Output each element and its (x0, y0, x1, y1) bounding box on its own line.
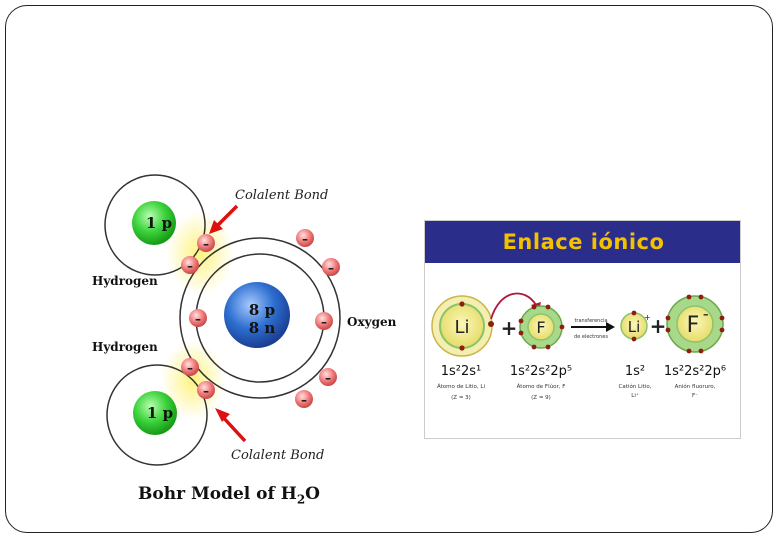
bohr-caption: Bohr Model of H2O (138, 484, 320, 506)
label-hydrogen-top: Hydrogen (92, 274, 158, 288)
ionic-header (425, 221, 740, 263)
svg-text:–: – (187, 259, 193, 273)
electron: – (197, 234, 215, 252)
oxygen-nucleus-line2: 8 n (249, 319, 276, 337)
li-cation-config: 1s² (625, 364, 645, 379)
li-cation-charge: + (644, 313, 651, 322)
plus-sign-1: + (501, 316, 518, 340)
f-atom: F (518, 304, 565, 350)
oxygen-nucleus (224, 282, 290, 348)
bond-label-top: Colalent Bond (235, 188, 328, 203)
svg-text:–: – (203, 237, 209, 251)
anion-desc-2: F⁻ (692, 393, 698, 399)
svg-text:–: – (328, 261, 334, 275)
svg-text:–: – (301, 393, 307, 407)
label-hydrogen-bottom: Hydrogen (92, 340, 158, 354)
f-desc-2: (Z = 9) (531, 395, 551, 401)
li-config: 1s²2s¹ (441, 364, 482, 379)
transfer-arrowhead (606, 322, 615, 332)
transfer-label-2: de electrones (574, 334, 608, 340)
bond-label-bottom: Colalent Bond (231, 448, 324, 463)
f-symbol: F (536, 318, 545, 337)
electron-transfer-curve (490, 292, 537, 320)
transfer-label-1: transferencia (574, 318, 607, 324)
li-desc-1: Átomo de Litio, Li (437, 383, 485, 390)
hydrogen-bottom-shell (106, 364, 208, 466)
electron: – (322, 258, 340, 276)
li-atom: Li (431, 295, 494, 357)
electron: – (181, 358, 199, 376)
ionic-bond-panel: Enlace iónico Li + F (424, 220, 741, 439)
li-cation-symbol: Li (628, 318, 641, 336)
f-anion-symbol: F (687, 313, 700, 338)
anion-desc-1: Anión fluoruro, (675, 383, 716, 390)
electron: – (315, 312, 333, 330)
electron: – (295, 390, 313, 408)
f-desc-1: Átomo de Flúor, F (517, 383, 566, 390)
caption-tail: O (305, 484, 320, 504)
ionic-title: Enlace iónico (502, 230, 665, 254)
electron: – (296, 229, 314, 247)
hydrogen-top-nucleus-label: 1 p (146, 214, 172, 232)
li-symbol: Li (454, 317, 469, 338)
oxygen-outer-shell (179, 237, 341, 399)
svg-text:–: – (321, 315, 327, 329)
cation-desc-2: Li⁺ (631, 392, 639, 399)
li-desc-2: (Z = 3) (451, 395, 471, 401)
hydrogen-top-nucleus (132, 201, 176, 245)
bond-glow-top (166, 211, 234, 295)
f-anion-config: 1s²2s²2p⁶ (664, 364, 726, 379)
cation-desc-1: Catión Litio, (619, 383, 652, 390)
li-cation: Li + (620, 310, 651, 342)
plus-sign-2: + (650, 314, 667, 338)
svg-text:–: – (302, 232, 308, 246)
f-config: 1s²2s²2p⁵ (510, 364, 572, 379)
electron: – (181, 256, 199, 274)
caption-subscript: 2 (296, 492, 306, 507)
ionic-diagram: Li + F transferencia de electrones Li + (431, 292, 726, 401)
electron: – (197, 381, 215, 399)
label-oxygen: Oxygen (347, 315, 397, 329)
electron: – (189, 309, 207, 327)
svg-text:–: – (195, 312, 201, 326)
f-anion-charge: – (703, 308, 709, 321)
electron: – (319, 368, 337, 386)
caption-main: Bohr Model of H (138, 484, 297, 504)
bond-arrow-top (209, 204, 239, 234)
bond-arrow-bottom (215, 408, 247, 443)
hydrogen-bottom-nucleus-label: 1 p (147, 404, 173, 422)
f-anion: F – (665, 294, 725, 354)
bohr-model-diagram: 1 p 1 p 8 p 8 n – – – – – – – – – – Cola… (92, 174, 397, 466)
svg-text:–: – (325, 371, 331, 385)
hydrogen-top-shell (104, 174, 206, 276)
svg-text:–: – (203, 384, 209, 398)
oxygen-nucleus-line1: 8 p (249, 301, 275, 319)
svg-text:–: – (187, 361, 193, 375)
hydrogen-bottom-nucleus (133, 391, 177, 435)
